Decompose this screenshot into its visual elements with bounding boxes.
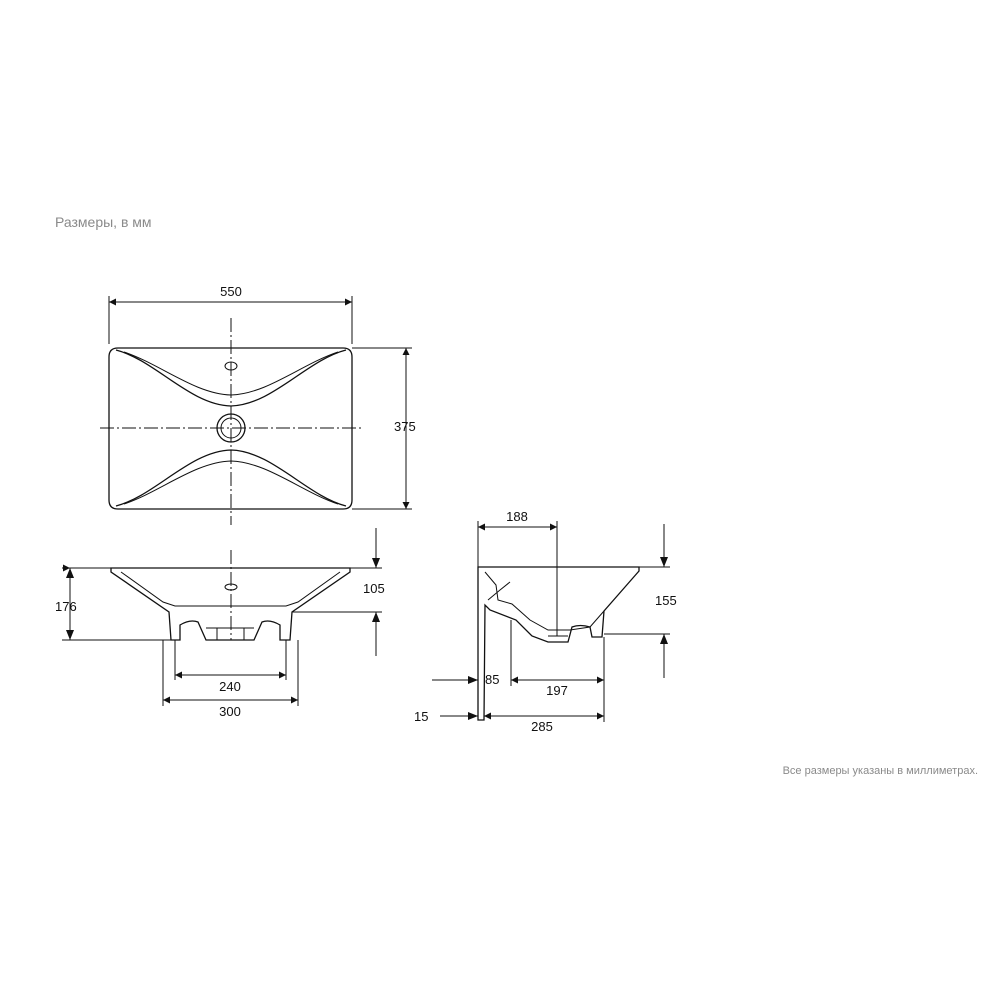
- top-view: 550 375: [100, 284, 416, 525]
- dimension-375: 375: [394, 419, 416, 434]
- dimension-550: 550: [220, 284, 242, 299]
- dimension-300: 300: [219, 704, 241, 719]
- dimension-105: 105: [363, 581, 385, 596]
- units-note: Все размеры указаны в миллиметрах.: [782, 765, 978, 777]
- dimensions-caption: Размеры, в мм: [55, 214, 152, 230]
- dimension-15: 15: [414, 709, 428, 724]
- front-view: 176 105 240 300: [55, 528, 385, 719]
- side-view-outline: [477, 566, 640, 721]
- dimension-285: 285: [531, 719, 553, 734]
- top-view-outline: [108, 347, 353, 510]
- dimension-85: 85: [485, 672, 499, 687]
- dimension-155: 155: [655, 593, 677, 608]
- dimension-188: 188: [506, 509, 528, 524]
- dimension-197: 197: [546, 683, 568, 698]
- side-view-inner-bowl: [484, 571, 605, 631]
- side-view: 188 155 85 197 15 285: [414, 509, 677, 734]
- dimension-176: 176: [55, 599, 77, 614]
- front-view-outline: [110, 567, 351, 641]
- dimension-240: 240: [219, 679, 241, 694]
